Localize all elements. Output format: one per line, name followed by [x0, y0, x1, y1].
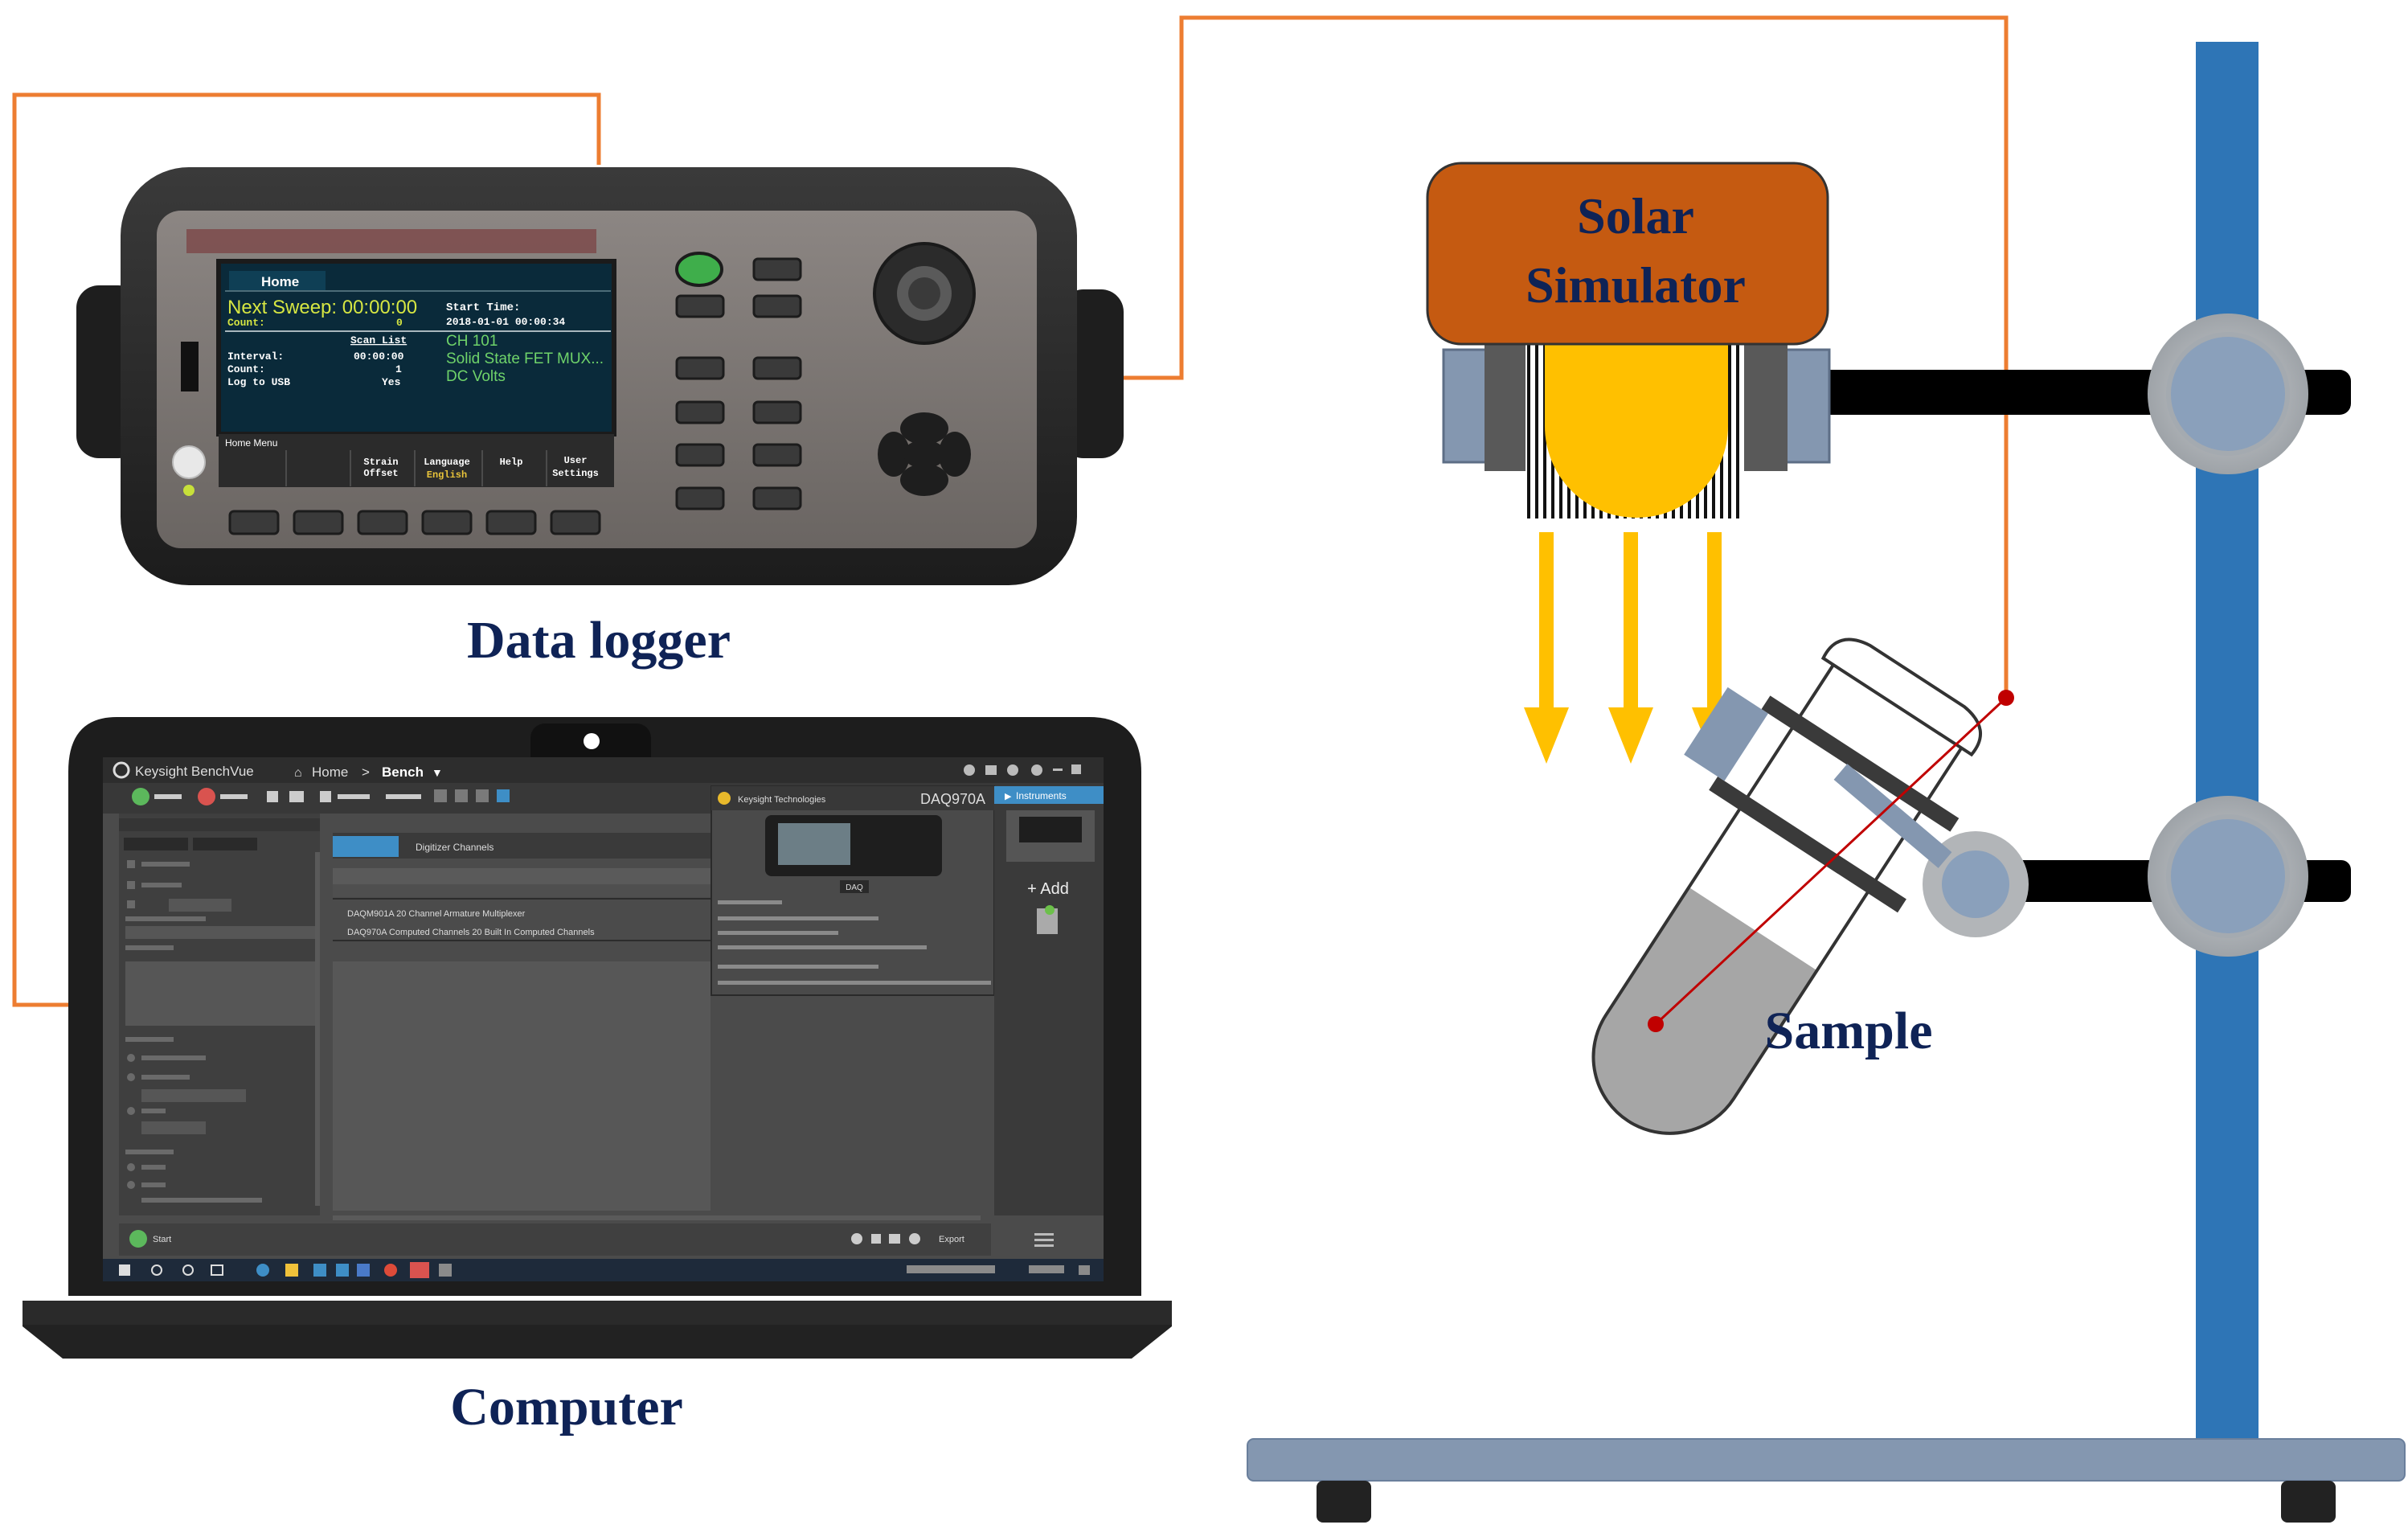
laptop: Keysight BenchVue ⌂ Home > Bench ▼ [23, 717, 1172, 1359]
svg-text:English: English [427, 469, 467, 481]
softkey-strain[interactable]: Strain [363, 457, 398, 468]
svg-text:Offset: Offset [363, 468, 398, 479]
svg-text:CH 101: CH 101 [446, 333, 498, 350]
start-button[interactable]: Start [153, 1235, 171, 1244]
laptop-screen: Keysight BenchVue ⌂ Home > Bench ▼ [103, 757, 1104, 1281]
instruments-tab[interactable]: ▶ [1005, 792, 1012, 801]
svg-text:Log to USB: Log to USB [227, 376, 290, 388]
vendor-name: Keysight Technologies [738, 795, 826, 805]
data-logger-label: Data logger [467, 611, 731, 670]
svg-text:Count:: Count: [227, 317, 265, 329]
svg-text:Yes: Yes [382, 376, 401, 388]
softkey-buttons[interactable] [228, 510, 601, 535]
run-stop-button[interactable] [675, 252, 723, 287]
svg-text:2018-01-01 00:00:34: 2018-01-01 00:00:34 [446, 316, 565, 328]
data-logger: Home Next Sweep: 00:00:00 Count: 0 Start… [76, 167, 1124, 585]
sample-label: Sample [1764, 1002, 1932, 1060]
screen-tab: Home [261, 274, 299, 289]
keypad-buttons[interactable] [675, 257, 802, 510]
nav-home[interactable]: Home [312, 764, 348, 780]
play-icon[interactable] [132, 788, 149, 805]
nav-bench[interactable]: Bench [382, 764, 424, 780]
wire-logger-thermocouple [1121, 15, 2009, 698]
wires [12, 15, 2009, 1007]
svg-text:0: 0 [396, 317, 403, 329]
wire-logger-computer [12, 92, 601, 1007]
softkey-language[interactable]: Language [424, 457, 470, 468]
export-button[interactable]: Export [939, 1235, 964, 1244]
lamp-bulb [1545, 338, 1728, 518]
softkey-help[interactable]: Help [500, 457, 523, 468]
softkey-user-settings[interactable]: User [564, 455, 588, 466]
lab-stand [1247, 42, 2406, 1523]
simulator-box [1426, 162, 1829, 346]
svg-text:Start Time:: Start Time: [446, 301, 520, 314]
channel-row-1[interactable]: DAQM901A 20 Channel Armature Multiplexer [347, 909, 526, 919]
chevron-down-icon[interactable]: ▼ [432, 766, 443, 779]
svg-text:00:00:00: 00:00:00 [354, 350, 404, 363]
svg-text:Count:: Count: [227, 363, 265, 375]
home-icon[interactable]: ⌂ [294, 766, 302, 780]
svg-text:DC Volts: DC Volts [446, 368, 506, 385]
taskbar-icons[interactable] [119, 1262, 1090, 1278]
svg-text:>: > [362, 764, 370, 780]
svg-text:1: 1 [395, 363, 402, 375]
add-instrument-button[interactable]: + Add [1027, 880, 1069, 898]
svg-text:Instruments: Instruments [1016, 790, 1067, 801]
stop-icon[interactable] [198, 788, 215, 805]
svg-text:Settings: Settings [552, 468, 599, 479]
webcam-icon [584, 733, 600, 749]
app-logo-icon [113, 761, 130, 779]
power-button[interactable] [172, 445, 206, 479]
sample-tube [1591, 637, 1983, 1135]
start-icon[interactable] [129, 1230, 147, 1248]
svg-text:Home Menu: Home Menu [225, 437, 277, 449]
tab-digitizer-channels[interactable]: Digitizer Channels [416, 842, 493, 853]
svg-text:Interval:: Interval: [227, 350, 284, 363]
next-sweep-text: Next Sweep: 00:00:00 [227, 297, 417, 318]
stand-base [1247, 1438, 2406, 1482]
menu-icon[interactable] [1034, 1233, 1054, 1247]
model-name: DAQ970A [920, 791, 985, 807]
solar-simulator-label-1: Solar [1577, 187, 1694, 244]
navigation-pad[interactable] [878, 412, 971, 496]
solar-simulator: Solar Simulator [1426, 162, 1831, 518]
window-controls[interactable] [964, 764, 1081, 776]
computer-label: Computer [450, 1378, 683, 1437]
svg-text:Solid State FET MUX...: Solid State FET MUX... [446, 350, 604, 367]
daq-tag: DAQ [846, 883, 863, 892]
solar-simulator-label-2: Simulator [1525, 256, 1746, 314]
app-title: Keysight BenchVue [135, 764, 254, 779]
channel-row-2[interactable]: DAQ970A Computed Channels 20 Built In Co… [347, 928, 595, 937]
stand-pole [2196, 42, 2259, 1442]
svg-text:Scan List: Scan List [350, 334, 407, 346]
thermocouple-probe [1654, 696, 2008, 1026]
